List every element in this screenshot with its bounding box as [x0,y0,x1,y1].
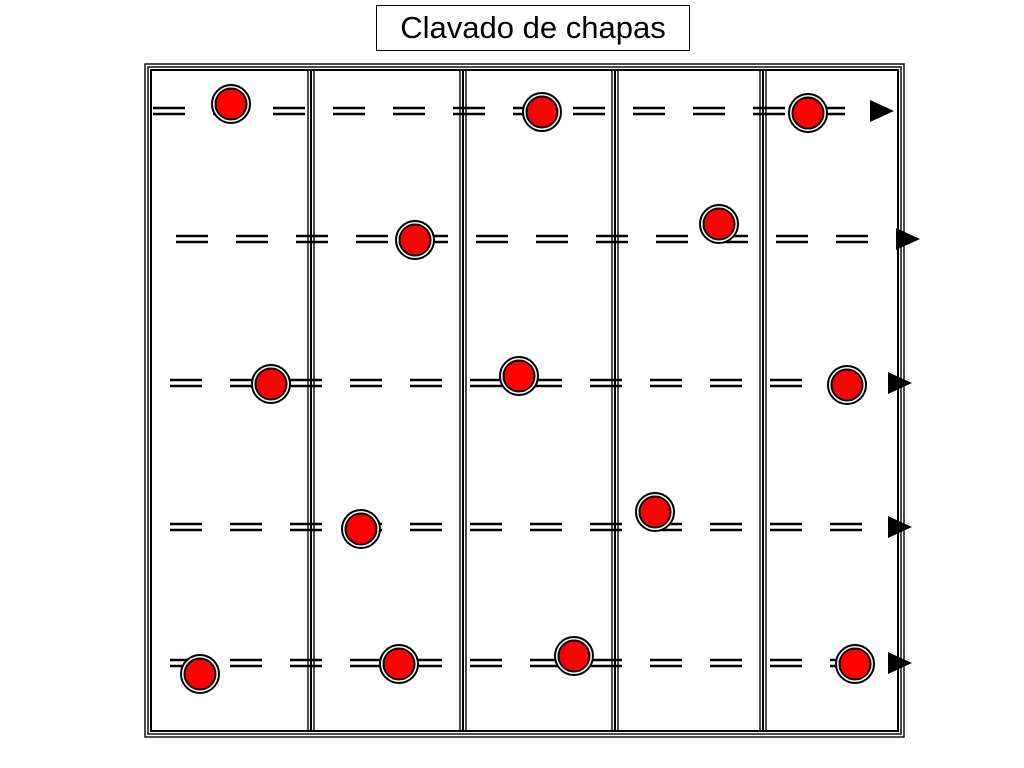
nail-icon [557,639,591,673]
nail-icon [382,647,416,681]
nails [180,84,875,694]
nail-icon [838,647,872,681]
sheet-frame-outline [150,69,899,732]
arrowhead-icon [888,652,912,674]
nail-icon [344,512,378,546]
nail-icon [702,207,736,241]
sheet-frame-outline [144,63,905,738]
nail-icon [183,657,217,691]
nail-icon [502,359,536,393]
nail-icon [398,223,432,257]
arrowhead-icon [870,100,894,122]
sheet-panels [144,63,905,738]
sheet-frame-outline [147,66,902,735]
nail-icon [214,87,248,121]
arrowhead-icon [888,372,912,394]
nailing-lines [153,100,920,674]
page-title-text: Clavado de chapas [400,10,666,45]
arrowhead-icon [888,516,912,538]
page-title: Clavado de chapas [376,5,690,51]
nail-icon [791,96,825,130]
nail-icon [638,495,672,529]
arrowhead-icon [896,228,920,250]
nail-icon [254,367,288,401]
nail-icon [525,95,559,129]
nail-icon [830,368,864,402]
